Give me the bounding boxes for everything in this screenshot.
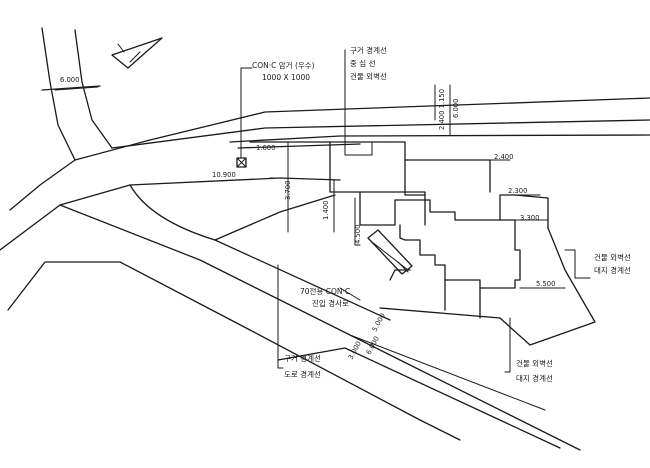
dim-6000-vertical: 6.000 — [452, 99, 460, 118]
north-arrow-icon — [111, 37, 163, 69]
dim-2400-vertical: 2.400 1.150 — [438, 89, 446, 130]
dim-3700: 3.700 — [284, 181, 292, 200]
dim-road-width: 6.000 — [60, 76, 79, 84]
dim-road-5000: 5.000 — [371, 312, 387, 333]
label-ramp-material: 70전용 CON·C — [300, 286, 350, 296]
dim-3300: 3.300 — [520, 214, 539, 222]
dim-2400: 2.400 — [494, 153, 513, 161]
main-road — [0, 159, 581, 451]
dim-1400: 1.400 — [322, 201, 330, 220]
label-top-building-wall: 건물 외벽선 — [350, 71, 387, 81]
label-conc-pipe: CON·C 암거 (우수) — [252, 60, 315, 70]
label-right-site-boundary: 대지 경계선 — [594, 265, 631, 275]
dim-5500: 5.500 — [536, 280, 555, 288]
dim-1600: 1.600 — [256, 144, 275, 152]
label-ramp-name: 진입 경사로 — [312, 298, 349, 308]
label-conc-size: 1000 X 1000 — [262, 73, 310, 82]
dim-2300: 2.300 — [508, 187, 527, 195]
entry-ramp — [367, 229, 413, 281]
manhole-icon — [236, 67, 253, 168]
dim-4500: 4.500 — [354, 225, 362, 244]
label-top-centerline: 중 심 선 — [350, 58, 376, 68]
label-top-channel-boundary: 구거 경계선 — [350, 45, 387, 55]
upper-left-road — [41, 27, 113, 161]
label-left-road-boundary: 도로 경계선 — [284, 369, 321, 379]
site-boundary — [129, 177, 596, 346]
channel-lines — [74, 97, 650, 161]
label-left-channel-boundary: 구거 경계선 — [284, 353, 321, 363]
label-bottom-site-boundary: 대지 경계선 — [516, 373, 553, 383]
dim-10900: 10.900 — [212, 171, 236, 179]
label-bottom-building-wall: 건물 외벽선 — [516, 358, 553, 368]
dimension-lines — [249, 49, 591, 373]
building-outline — [249, 141, 549, 319]
label-right-building-wall: 건물 외벽선 — [594, 252, 631, 262]
